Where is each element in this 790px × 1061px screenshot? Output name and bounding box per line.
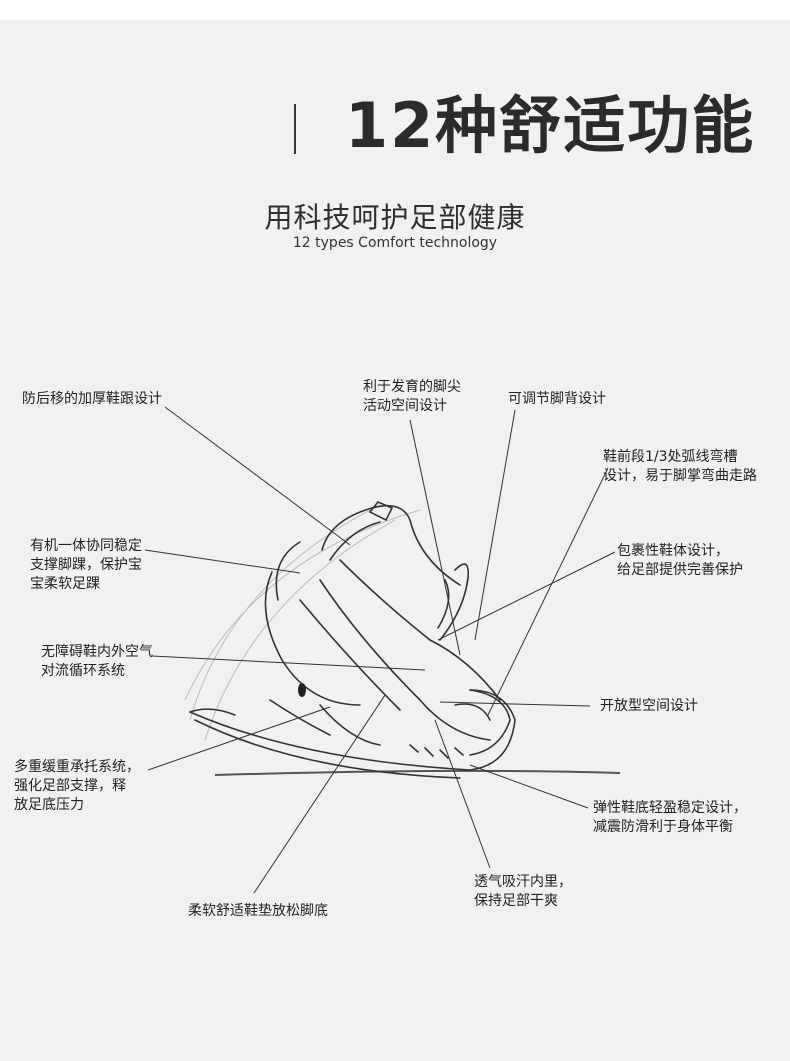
leader-toe bbox=[409, 419, 461, 656]
page-subtitle-english: 12 types Comfort technology bbox=[292, 235, 498, 251]
feature-label-heel: 防后移的加厚鞋跟设计 bbox=[22, 391, 162, 407]
feature-label-toe: 利于发育的脚尖 活动空间设计 bbox=[363, 379, 461, 414]
leader-heel bbox=[164, 406, 351, 546]
leader-lines bbox=[144, 406, 616, 894]
page-title: 12种舒适功能 bbox=[345, 89, 756, 162]
feature-label-air: 无障碍鞋内外空气 对流循环系统 bbox=[41, 644, 153, 679]
feature-label-open: 开放型空间设计 bbox=[600, 698, 698, 714]
shoe-sketch bbox=[189, 501, 516, 779]
leader-arc bbox=[487, 467, 609, 716]
top-strip bbox=[0, 0, 790, 20]
feature-label-insole: 柔软舒适鞋垫放松脚底 bbox=[188, 903, 328, 919]
leader-air bbox=[151, 655, 426, 671]
leader-insole bbox=[253, 694, 386, 894]
leader-sole bbox=[469, 764, 589, 809]
feature-label-arc: 鞋前段1/3处弧线弯槽 设计，易于脚掌弯曲走路 bbox=[603, 449, 757, 484]
feature-label-instep: 可调节脚背设计 bbox=[508, 391, 606, 407]
motion-arcs bbox=[184, 504, 421, 741]
leader-open bbox=[439, 701, 591, 707]
feature-label-lining: 透气吸汗内里， 保持足部干爽 bbox=[474, 874, 572, 909]
leader-cushion bbox=[147, 706, 331, 771]
page-subtitle: 用科技呵护足部健康 bbox=[264, 201, 526, 234]
ground-line bbox=[214, 769, 621, 776]
feature-label-cushion: 多重缓重承托系统， 强化足部支撑，释 放足底压力 bbox=[14, 759, 140, 813]
feature-label-ankle: 有机一体协同稳定 支撑脚踝，保护宝 宝柔软足踝 bbox=[30, 538, 142, 592]
feature-label-sole: 弹性鞋底轻盈稳定设计， 减震防滑利于身体平衡 bbox=[593, 800, 747, 835]
leader-wrap bbox=[437, 551, 616, 641]
title-divider bbox=[294, 104, 296, 154]
feature-label-wrap: 包裹性鞋体设计， 给足部提供完善保护 bbox=[617, 543, 743, 578]
leader-ankle bbox=[144, 549, 301, 574]
leader-lining bbox=[434, 719, 491, 869]
logo-mark bbox=[298, 683, 306, 697]
leader-instep bbox=[474, 409, 516, 641]
